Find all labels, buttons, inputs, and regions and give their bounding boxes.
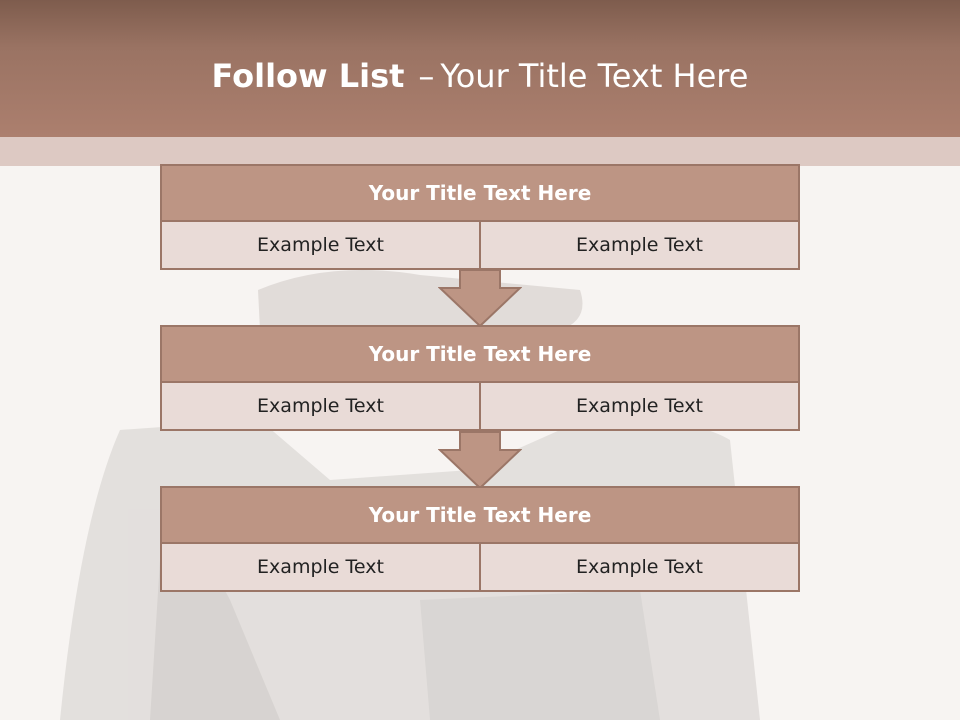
list-block-3: Your Title Text Here Example Text Exampl… <box>160 486 800 592</box>
title-separator: – <box>418 57 435 95</box>
down-arrow-icon <box>438 431 522 490</box>
title-rest: Your Title Text Here <box>440 57 749 95</box>
page-title: Follow List–Your Title Text Here <box>0 52 960 100</box>
list-block-1: Your Title Text Here Example Text Exampl… <box>160 164 800 270</box>
block-cell-left: Example Text <box>162 544 479 590</box>
block-row: Example Text Example Text <box>162 544 798 590</box>
block-cell-right: Example Text <box>479 383 798 429</box>
block-cell-right: Example Text <box>479 222 798 268</box>
list-block-2: Your Title Text Here Example Text Exampl… <box>160 325 800 431</box>
block-title: Your Title Text Here <box>162 166 798 222</box>
block-title: Your Title Text Here <box>162 488 798 544</box>
block-row: Example Text Example Text <box>162 222 798 268</box>
header-band <box>0 0 960 137</box>
block-title: Your Title Text Here <box>162 327 798 383</box>
title-bold: Follow List <box>211 57 405 95</box>
down-arrow-icon <box>438 269 522 328</box>
header-strip <box>0 137 960 166</box>
block-row: Example Text Example Text <box>162 383 798 429</box>
block-cell-left: Example Text <box>162 222 479 268</box>
block-cell-right: Example Text <box>479 544 798 590</box>
block-cell-left: Example Text <box>162 383 479 429</box>
